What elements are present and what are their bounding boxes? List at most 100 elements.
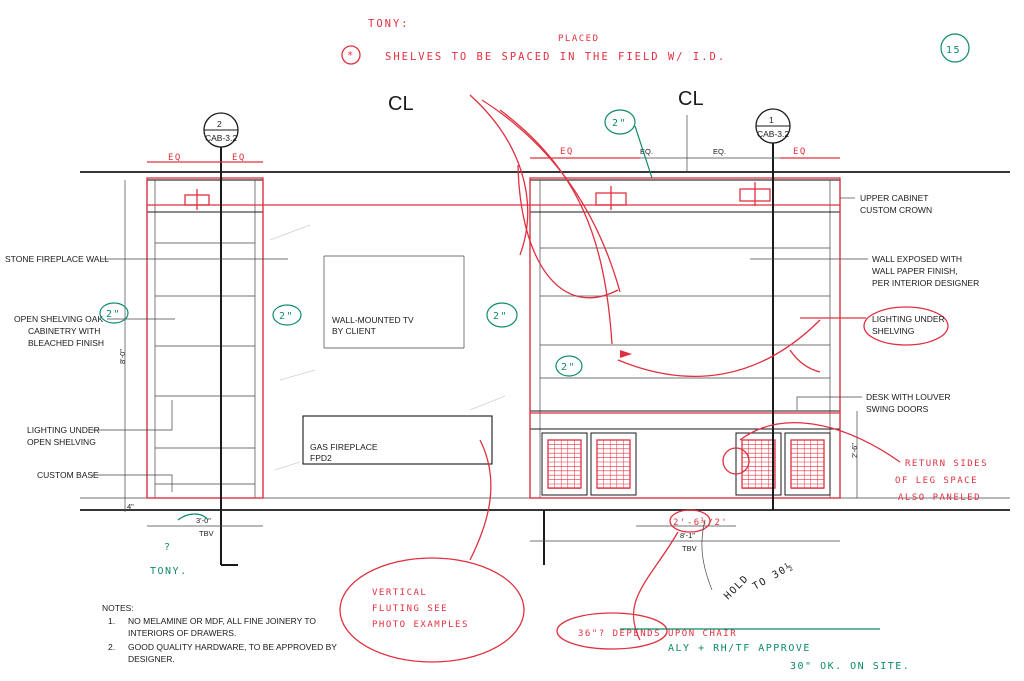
callout-left-3-line2: OPEN SHELVING — [27, 437, 96, 447]
note-name: TONY: — [368, 18, 410, 30]
note-2-line2: DESIGNER. — [128, 654, 175, 664]
louver-door-2 — [590, 432, 637, 496]
eq-right-a: EQ — [560, 147, 574, 157]
redline-depends: 36"? DEPENDS UPON CHAIR — [556, 612, 880, 650]
callout-left-1-line1: STONE FIREPLACE WALL — [5, 254, 109, 264]
note-1-line2: INTERIORS OF DRAWERS. — [128, 628, 236, 638]
green-question: ? — [164, 542, 172, 553]
eq-left-a: EQ — [168, 153, 182, 163]
louver-hatch — [548, 439, 824, 489]
louver-door-4 — [784, 432, 831, 496]
green-dim-top: 2" — [612, 118, 627, 129]
notes-heading: NOTES: — [102, 603, 134, 613]
note-symbol: * — [347, 50, 355, 62]
centerline-right: CL — [678, 88, 704, 172]
dim-desk-height: 2'-6" — [850, 411, 859, 498]
left-shelving-cabinet — [146, 177, 264, 499]
callout-desk: DESK WITH LOUVER SWING DOORS — [796, 392, 951, 414]
callout-upper-cabinet: UPPER CABINET CUSTOM CROWN — [840, 193, 932, 215]
green-tony: TONY. — [150, 566, 188, 577]
green-dim-right-b: 2" — [561, 362, 576, 373]
redline-eq-right: EQ EQ — [530, 147, 840, 159]
eq-right-b: EQ — [793, 147, 807, 157]
redline-arrows — [262, 94, 821, 377]
dim-eq-b: EQ. — [713, 147, 726, 156]
fireplace-label-line1: GAS FIREPLACE — [310, 442, 378, 452]
tv-label-line2: BY CLIENT — [332, 326, 376, 336]
louver-door-1 — [541, 432, 588, 496]
hold-note: HOLD TO 30½ — [701, 519, 796, 602]
centerline-left: CL — [388, 93, 414, 115]
callout-right-1-line2: CUSTOM CROWN — [860, 205, 932, 215]
callout-left-4-line1: CUSTOM BASE — [37, 470, 99, 480]
green-dim-left-a: 2" — [106, 309, 121, 320]
note-text: SHELVES TO BE SPACED IN THE FIELD W/ I.D… — [385, 51, 726, 63]
redline-fluting: VERTICAL FLUTING SEE PHOTO EXAMPLES — [339, 439, 525, 663]
note-insert: PLACED — [558, 34, 600, 44]
dim-desk-text: 2'-6" — [850, 443, 859, 458]
section-marker-left: 2 CAB-3.2 — [203, 112, 239, 566]
eq-left-b: EQ — [232, 153, 246, 163]
section-left-ref: CAB-3.2 — [205, 133, 237, 143]
approve-text: ALY + RH/TF APPROVE — [668, 643, 811, 654]
page-number-text: 15 — [946, 45, 961, 56]
dim-width-right-text: 8'-1" — [680, 531, 695, 540]
green-dim-left-b: 2" — [279, 311, 294, 322]
desk-dim-markup: 2'-6½/2' — [673, 517, 728, 528]
callout-lighting-left: LIGHTING UNDER OPEN SHELVING — [27, 400, 173, 447]
green-dimensions: 2" 2" 2" 2" 2" ? TONY. — [99, 109, 653, 577]
callout-right-2-line1: WALL EXPOSED WITH — [872, 254, 962, 264]
callout-stone-wall: STONE FIREPLACE WALL — [5, 254, 288, 264]
callout-right-3-line1: LIGHTING UNDER — [872, 314, 945, 324]
callout-custom-base: CUSTOM BASE — [37, 470, 173, 492]
dim-height: 8'-0" 4" — [118, 180, 134, 512]
redline-desk-dim: 2'-6½/2' — [632, 509, 728, 641]
section-right-number: 1 — [769, 115, 774, 125]
fluting-line2: FLUTING SEE — [372, 604, 448, 614]
on-site-text: 30" OK. ON SITE. — [790, 661, 910, 672]
gas-fireplace: GAS FIREPLACE FPD2 — [302, 415, 493, 465]
fireplace-label-line2: FPD2 — [310, 453, 332, 463]
callout-right-3-line2: SHELVING — [872, 326, 914, 336]
hold-line2: TO 30½ — [751, 560, 796, 593]
note-2-num: 2. — [108, 642, 115, 652]
dim-width-left: 3'-0" TBV — [147, 516, 263, 538]
callout-right-4-line1: DESK WITH LOUVER — [866, 392, 951, 402]
hold-line1: HOLD — [722, 573, 751, 602]
dim-height-text: 8'-0" — [118, 349, 127, 364]
redline-return-sides: RETURN SIDES OF LEG SPACE ALSO PANELED — [722, 422, 987, 503]
centerline-right-label: CL — [678, 88, 704, 110]
callout-right-2-line2: WALL PAPER FINISH, — [872, 266, 958, 276]
callout-open-shelving: OPEN SHELVING OAK CABINETRY WITH BLEACHE… — [14, 314, 175, 348]
tv-outline: WALL-MOUNTED TV BY CLIENT — [323, 255, 465, 349]
callout-right-4-line2: SWING DOORS — [866, 404, 929, 414]
return-sides-line3: ALSO PANELED — [898, 493, 981, 503]
note-1-num: 1. — [108, 616, 115, 626]
return-sides-line2: OF LEG SPACE — [895, 476, 978, 486]
dim-eq-a: EQ. — [640, 147, 653, 156]
green-dim-right-a: 2" — [493, 311, 508, 322]
section-right-ref: CAB-3.2 — [757, 129, 789, 139]
stone-wall-texture — [269, 224, 506, 471]
section-left-number: 2 — [217, 119, 222, 129]
page-number: 15 — [940, 33, 970, 63]
callout-left-2-line2: CABINETRY WITH — [28, 326, 100, 336]
callout-left-3-line1: LIGHTING UNDER — [27, 425, 100, 435]
centerline-left-label: CL — [388, 93, 414, 115]
fluting-line3: PHOTO EXAMPLES — [372, 620, 469, 630]
tv-label-line1: WALL-MOUNTED TV — [332, 315, 414, 325]
depends-text: 36"? DEPENDS UPON CHAIR — [578, 629, 737, 639]
dim-top-eq: EQ. EQ. — [540, 147, 830, 159]
dim-width-right: 8'-1" TBV — [530, 525, 840, 553]
dim-width-left-text: 3'-0" — [196, 516, 211, 525]
general-notes: NOTES: 1. NO MELAMINE OR MDF, ALL FINE J… — [102, 603, 337, 664]
redline-eq-left: EQ EQ — [147, 153, 263, 163]
section-marker-right: 1 CAB-3.2 — [755, 108, 791, 510]
right-cabinet — [529, 177, 841, 499]
dim-width-right-sub: TBV — [682, 544, 697, 553]
callout-left-2-line1: OPEN SHELVING OAK — [14, 314, 103, 324]
green-approval: ALY + RH/TF APPROVE 30" OK. ON SITE. — [668, 643, 910, 672]
note-2-line1: GOOD QUALITY HARDWARE, TO BE APPROVED BY — [128, 642, 337, 652]
callout-right-1-line1: UPPER CABINET — [860, 193, 929, 203]
